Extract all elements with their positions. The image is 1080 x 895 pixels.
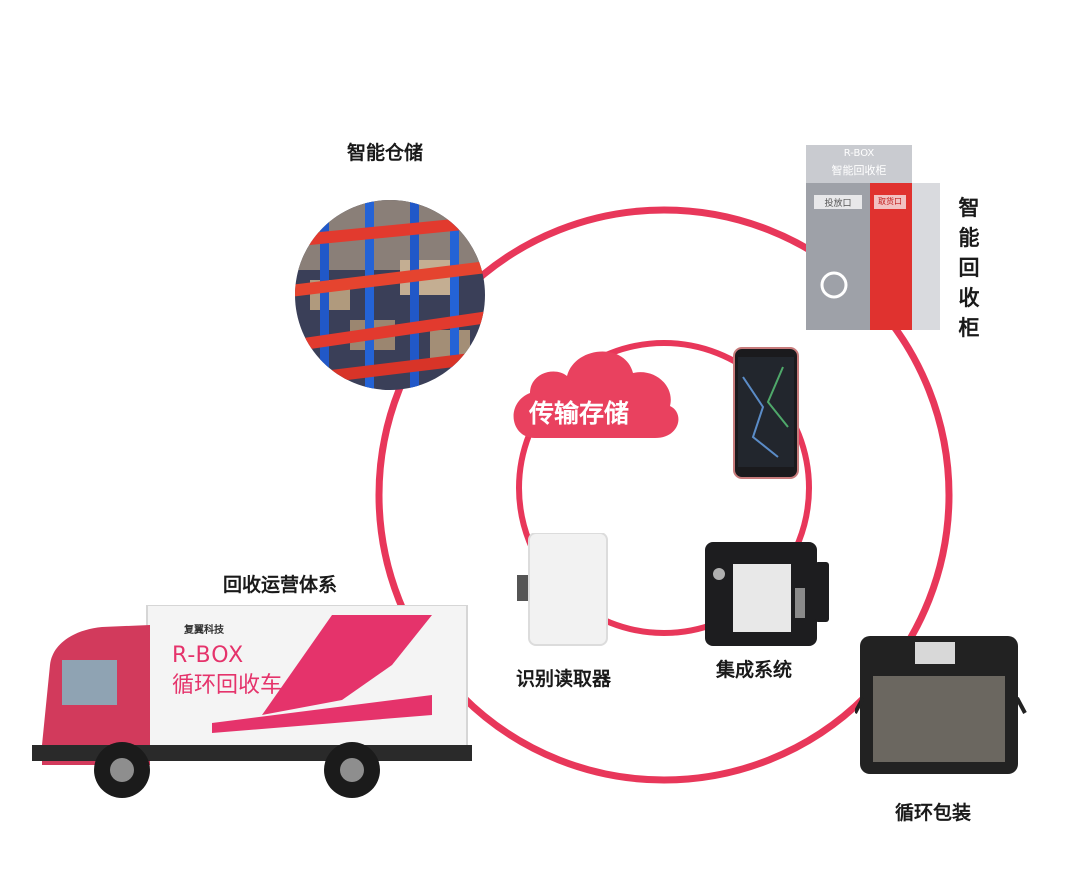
- label-integration: 集成系统: [716, 659, 793, 681]
- recycle-cabinet: R-BOX 智能回收柜 投放口 取货口: [806, 145, 946, 330]
- inner-ring: [516, 340, 812, 636]
- recycle-truck: 复翼科技 R-BOX 循环回收车: [32, 605, 472, 800]
- reusable-bag: [855, 636, 1027, 774]
- cloud-icon: [513, 351, 679, 438]
- cloud-label: 传输存储: [529, 399, 630, 428]
- label-warehouse: 智能仓储: [347, 142, 424, 164]
- cabinet-slot-left: 投放口: [824, 199, 852, 209]
- rfid-reader: [517, 533, 608, 646]
- truck-company: 复翼科技: [184, 625, 224, 636]
- outer-ring: [375, 206, 953, 784]
- truck-brand: R-BOX: [172, 643, 245, 668]
- label-packaging: 循环包装: [895, 802, 972, 824]
- cabinet-slot-right: 取货口: [878, 197, 902, 206]
- smartphone: [733, 347, 799, 479]
- warehouse-photo: [295, 200, 485, 390]
- label-reader: 识别读取器: [516, 668, 612, 690]
- cabinet-title: 智能回收柜: [831, 164, 887, 177]
- cabinet-brand: R-BOX: [843, 148, 875, 159]
- label-recycle-cabinet: 智能回收柜: [958, 196, 980, 340]
- integration-device: [705, 542, 829, 646]
- truck-subtitle: 循环回收车: [172, 673, 283, 698]
- label-operations: 回收运营体系: [223, 574, 338, 596]
